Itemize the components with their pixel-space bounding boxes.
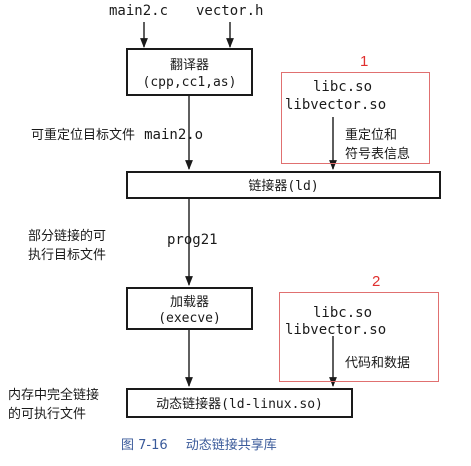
translator-sub: (cpp,cc1,as) [142, 75, 237, 90]
libs-top-libvector: libvector.so [285, 97, 387, 113]
marker-2: 2 [372, 273, 381, 290]
figure-caption: 图 7-16 动态链接共享库 [121, 434, 277, 453]
linker-box: 链接器(ld) [126, 171, 441, 199]
libs-top-info-2: 符号表信息 [345, 147, 411, 162]
dynlinker-title: 动态链接器 [156, 397, 222, 412]
loader-box: 加载器 (execve) [126, 287, 253, 330]
caption-fig: 图 7-16 [121, 438, 168, 453]
dynlinker-sub: (ld-linux.so) [221, 397, 323, 412]
partial-exec-line1: 部分链接的可 [28, 229, 107, 244]
loader-title: 加载器 [169, 295, 209, 310]
translator-box: 翻译器 (cpp,cc1,as) [126, 48, 253, 96]
caption-text: 动态链接共享库 [185, 438, 277, 453]
input-vectorh: vector.h [196, 3, 264, 19]
full-exec-line2: 的可执行文件 [8, 407, 87, 422]
reloc-label-cn: 可重定位目标文件 [31, 128, 136, 143]
reloc-label-file: main2.o [144, 127, 204, 143]
marker-1: 1 [360, 53, 369, 70]
libs-top-libc: libc.so [313, 79, 373, 95]
libs-bottom-libvector: libvector.so [285, 322, 387, 338]
loader-sub: (execve) [158, 311, 221, 326]
dynlinker-box: 动态链接器(ld-linux.so) [126, 388, 353, 418]
linker-sub: (ld) [287, 179, 319, 194]
libs-bottom-info: 代码和数据 [345, 356, 411, 371]
reloc-label: 可重定位目标文件 main2.o [31, 124, 203, 143]
libs-bottom-libc: libc.so [313, 305, 373, 321]
input-main2c: main2.c [109, 3, 169, 19]
full-exec-line1: 内存中完全链接 [8, 388, 100, 403]
marker-box-1 [281, 72, 430, 164]
linker-title: 链接器 [248, 179, 288, 194]
partial-exec-file: prog21 [167, 232, 218, 248]
libs-top-info-1: 重定位和 [345, 128, 398, 143]
partial-exec-line2: 执行目标文件 [28, 248, 107, 263]
marker-box-2 [279, 292, 439, 382]
translator-title: 翻译器 [169, 58, 209, 73]
